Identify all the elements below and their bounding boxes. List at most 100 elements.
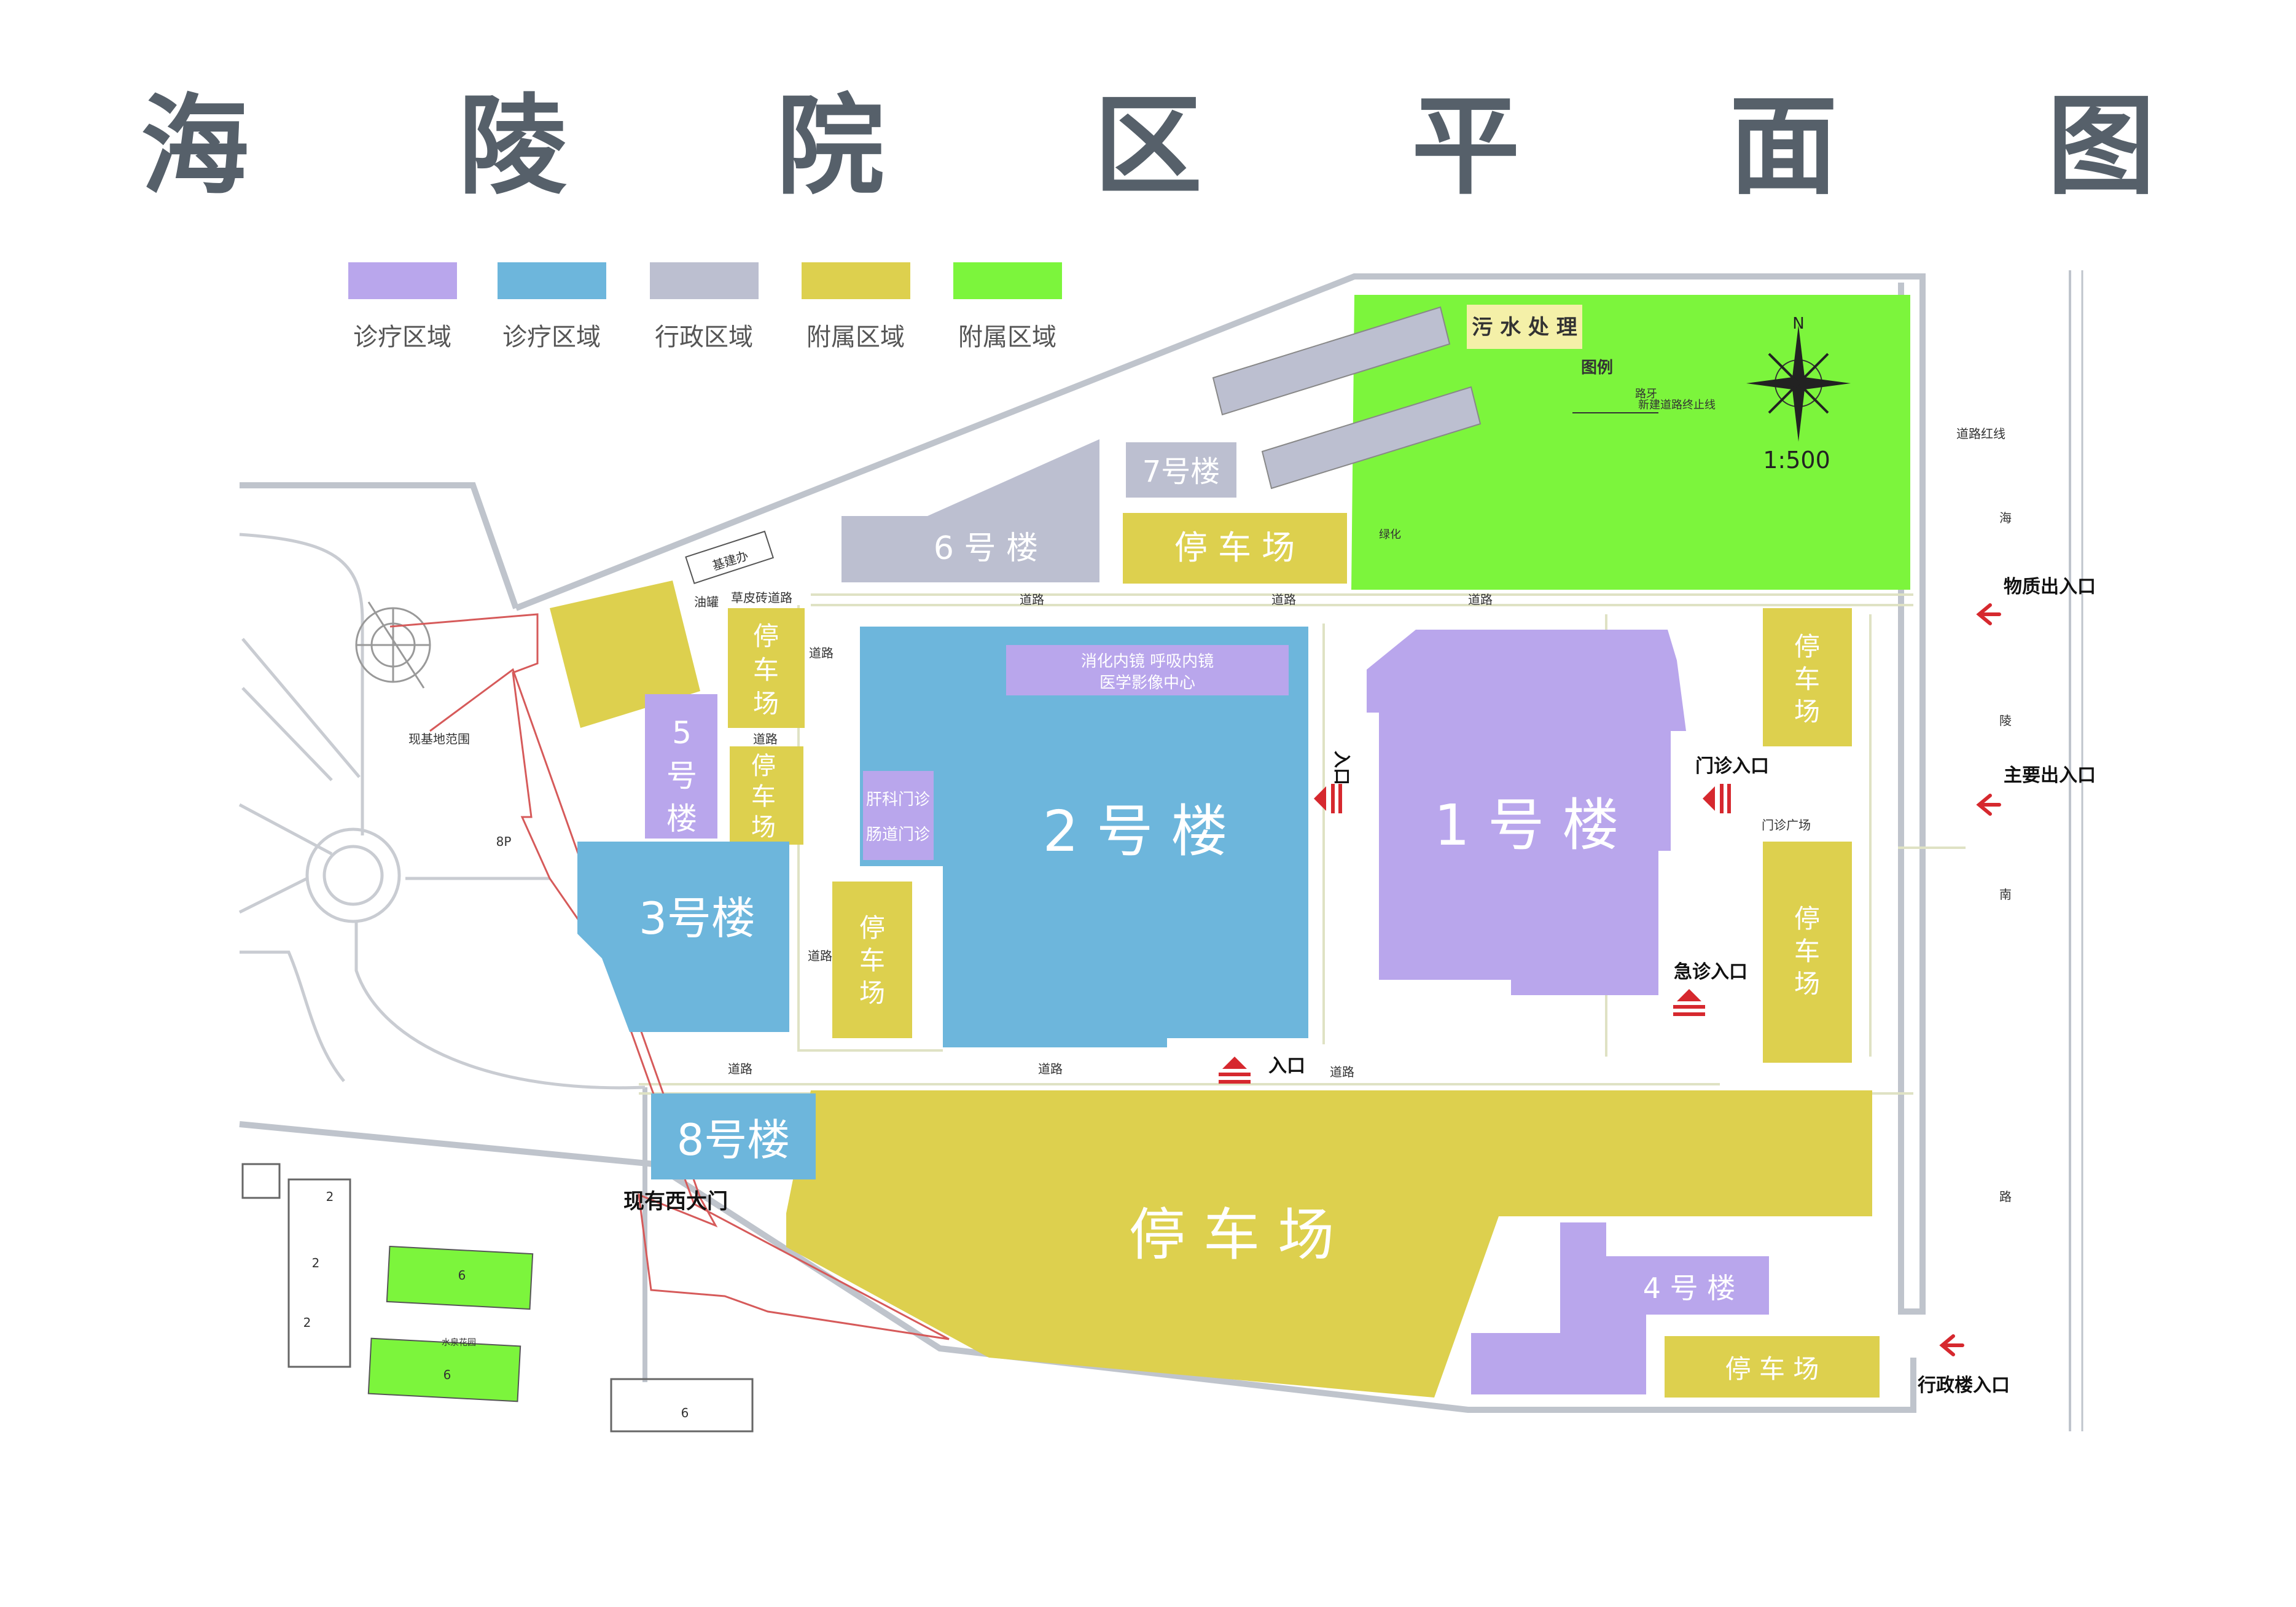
entrance-labels: 物质出入口 主要出入口 行政楼入口 门诊入口 急诊入口 入口 现有西大门 <box>623 576 2096 1396</box>
building-2-east-entrance-marker-icon <box>1314 784 1342 813</box>
building-3-label: 3号楼 <box>639 893 756 944</box>
pw1-char-2: 车 <box>753 655 779 685</box>
hailing-south-road-label: 海 陵 南 路 <box>1999 510 2012 1204</box>
site-boundary-red <box>389 613 950 1340</box>
legend-label-4: 附属区域 <box>806 323 905 351</box>
b2-tag-endoscopy <box>1006 645 1289 695</box>
b5-char-1: 5 <box>672 715 692 751</box>
outpatient-entrance-marker-icon <box>1703 784 1731 813</box>
north-arrow-icon <box>1746 325 1851 442</box>
oil-tank-label: 油罐 <box>694 595 719 609</box>
pe2-char-3: 场 <box>1794 969 1820 999</box>
outpatient-entrance-label: 门诊入口 <box>1695 756 1769 777</box>
road-char-3: 南 <box>1999 887 2012 902</box>
pw2-char-1: 停 <box>751 752 776 780</box>
parking-west-1 <box>728 608 805 728</box>
legend-label-5: 附属区域 <box>958 323 1056 351</box>
road-label-8: 道路 <box>1038 1062 1063 1076</box>
building-7 <box>1126 442 1236 498</box>
building-1-label: 1 号 楼 <box>1434 792 1619 858</box>
building-2 <box>860 627 1308 1047</box>
admin-entrance-label: 行政楼入口 <box>1917 1375 2010 1396</box>
b5-char-3: 楼 <box>666 801 697 837</box>
building-2-label: 2 号 楼 <box>1042 799 1227 864</box>
legend-inset-title: 图例 <box>1581 359 1613 377</box>
pw2-char-2: 车 <box>751 783 776 811</box>
main-entrance-arrow-icon <box>1976 794 2001 816</box>
grass-road-label: 草皮砖道路 <box>731 590 792 605</box>
emergency-entrance-marker-icon <box>1673 989 1705 1016</box>
house-2-b: 2 <box>312 1256 320 1270</box>
bp-label: 8P <box>496 834 512 849</box>
parking-mid-label: 停 车 场 <box>859 913 885 1008</box>
west-roundabout <box>238 533 646 1090</box>
b2-tag-endoscopy-line2: 医学影像中心 <box>1099 674 1195 692</box>
building-7-label: 7号楼 <box>1142 455 1220 489</box>
building-8-label: 8号楼 <box>677 1115 791 1165</box>
legend-label-3: 行政区域 <box>655 323 753 351</box>
b5-char-2: 号 <box>666 758 697 794</box>
road-char-2: 陵 <box>1999 713 2012 728</box>
b2-tag-clinic-line1: 肝科门诊 <box>866 791 930 809</box>
sewage-strip-2 <box>1261 386 1482 490</box>
road-label-5: 道路 <box>753 732 778 746</box>
building-4-label: 4 号 楼 <box>1643 1272 1736 1305</box>
legend-swatch-clinical-purple <box>348 262 457 299</box>
pe2-char-1: 停 <box>1794 904 1820 934</box>
scale-label: 1:500 <box>1763 447 1830 474</box>
sewage-label: 污 水 处 理 <box>1472 315 1577 340</box>
building-5-label: 5 号 楼 <box>666 715 697 837</box>
building-6 <box>841 439 1099 582</box>
legend-swatch-clinical-blue <box>498 262 606 299</box>
parking-mid <box>832 882 912 1038</box>
west-ramp <box>355 601 431 689</box>
sewage-strip-1 <box>1212 306 1451 416</box>
pe1-char-3: 场 <box>1794 697 1820 727</box>
b2-tag-endoscopy-line1: 消化内镜 呼吸内镜 <box>1081 652 1214 671</box>
parking-west-1-label: 停 车 场 <box>753 621 779 719</box>
material-entrance-label: 物质出入口 <box>2004 576 2096 598</box>
parking-east-1 <box>1763 608 1852 746</box>
parking-big-label: 停 车 场 <box>1129 1202 1335 1268</box>
pe2-char-2: 车 <box>1794 936 1820 966</box>
legend-label-2: 诊疗区域 <box>502 323 601 351</box>
lot-6-c: 6 <box>681 1406 689 1420</box>
north-label: N <box>1792 315 1804 333</box>
material-entrance-arrow-icon <box>1976 603 2001 625</box>
b2-tag-clinic <box>863 771 934 860</box>
main-entrance-label: 主要出入口 <box>2004 765 2096 786</box>
legend-swatch-ancillary-green <box>953 262 1062 299</box>
building-6-label: 6 号 楼 <box>934 530 1038 567</box>
building-2-south-entrance-marker-icon <box>1219 1057 1251 1084</box>
road-red-line-label: 道路红线 <box>1956 426 2005 441</box>
legend-inset-line2: 新建道路终止线 <box>1638 399 1716 412</box>
road-labels: 道路 道路 道路 道路 道路 道路 道路 道路 道路 道路红线 草皮砖道路 油罐… <box>303 426 2005 1420</box>
road-char-4: 路 <box>1999 1189 2012 1204</box>
legend-swatch-ancillary-yellow <box>802 262 910 299</box>
parking-west-2-label: 停 车 场 <box>751 752 776 842</box>
house-2-a: 2 <box>326 1189 334 1204</box>
entry-label: 入口 <box>1268 1055 1305 1077</box>
pm-char-1: 停 <box>859 913 885 943</box>
road-label-2: 道路 <box>1271 592 1296 607</box>
road-network <box>239 270 2083 1431</box>
building-1 <box>1367 630 1686 995</box>
parking-east-1-label: 停 车 场 <box>1794 631 1820 727</box>
road-label-6: 道路 <box>808 948 832 963</box>
road-char-1: 海 <box>1999 510 2012 525</box>
building-3 <box>577 842 789 1032</box>
parking-west-block <box>550 581 700 728</box>
legend-swatch-admin-gray <box>650 262 759 299</box>
admin-entrance-arrow-icon <box>1939 1334 1964 1356</box>
parking-west-2 <box>730 746 803 845</box>
parking-south-small <box>1665 1336 1880 1398</box>
pm-char-2: 车 <box>859 945 885 976</box>
parking-north <box>1123 513 1347 584</box>
pe1-char-2: 车 <box>1794 664 1820 694</box>
building-5 <box>645 694 717 839</box>
building-4 <box>1471 1222 1769 1394</box>
road-label-1: 道路 <box>1020 592 1044 607</box>
building-8 <box>651 1093 816 1179</box>
lot-6-a: 6 <box>458 1268 466 1283</box>
